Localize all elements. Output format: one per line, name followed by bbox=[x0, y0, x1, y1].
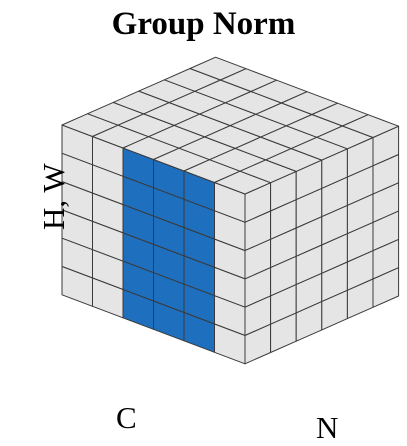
n-axis-label: N bbox=[316, 410, 339, 445]
cell bbox=[372, 267, 400, 308]
figure-title: Group Norm bbox=[111, 6, 296, 42]
cell bbox=[342, 114, 400, 138]
hw-axis-label: H, W bbox=[36, 163, 71, 230]
c-axis-label: C bbox=[116, 400, 137, 435]
